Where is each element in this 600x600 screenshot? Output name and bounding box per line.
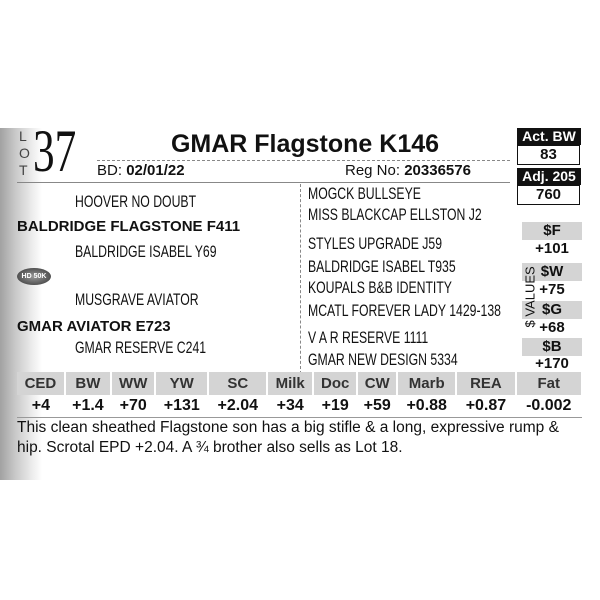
epd-value: +0.87 [456, 395, 516, 418]
bd-value: 02/01/22 [126, 162, 185, 179]
dollar-label: $W [522, 263, 582, 281]
divider [300, 184, 301, 374]
pedigree-ancestor: STYLES UPGRADE J59 [308, 234, 443, 253]
epd-header: CED [17, 372, 66, 395]
act-bw-value: 83 [517, 145, 580, 165]
divider [97, 160, 510, 161]
pedigree-ancestor: KOUPALS B&B IDENTITY [308, 278, 452, 297]
epd-header: BW [64, 372, 113, 395]
lot-letter: L [19, 128, 27, 144]
epd-value: +34 [267, 395, 313, 418]
epd-header: Milk [267, 372, 314, 395]
epd-value: +1.4 [64, 395, 112, 418]
dollar-value: +75 [539, 281, 565, 298]
adj205-value: 760 [517, 185, 580, 205]
lot-description: This clean sheathed Flagstone son has a … [17, 419, 559, 456]
epd-header: REA [456, 372, 517, 395]
epd-value: +59 [357, 395, 398, 418]
epd-value: +4 [17, 395, 65, 418]
epd-header: Fat [515, 372, 584, 395]
sire-dam: BALDRIDGE ISABEL Y69 [75, 242, 217, 261]
lot-letter: O [19, 145, 30, 161]
adj205-label: Adj. 205 [517, 168, 581, 185]
sire-sire: HOOVER NO DOUBT [75, 192, 197, 211]
lot-letter: T [19, 162, 28, 178]
epd-value: +19 [312, 395, 358, 418]
dollar-value: +101 [535, 240, 569, 257]
divider [17, 182, 510, 183]
epd-value-row: +4+1.4+70+131+2.04+34+19+59+0.88+0.87-0.… [17, 395, 582, 418]
act-bw-label: Act. BW [517, 128, 581, 145]
animal-name: GMAR Flagstone K146 [170, 130, 440, 158]
sire: BALDRIDGE FLAGSTONE F411 [17, 218, 241, 235]
epd-value: +70 [111, 395, 156, 418]
stone-texture-decoration [0, 128, 42, 480]
epd-value: +0.88 [397, 395, 457, 418]
epd-value: -0.002 [515, 395, 582, 418]
dam-dam: GMAR RESERVE C241 [75, 338, 207, 357]
reg-label: Reg No: [345, 162, 401, 179]
dollar-values-label: $ VALUES [522, 266, 538, 328]
dollar-label: $B [522, 338, 582, 356]
epd-header: SC [208, 372, 269, 395]
pedigree-ancestor: MOGCK BULLSEYE [308, 184, 421, 203]
birth-date: BD: 02/01/22 [97, 162, 185, 179]
epd-header: WW [111, 372, 157, 395]
dollar-label: $F [522, 222, 582, 240]
pedigree-ancestor: BALDRIDGE ISABEL T935 [308, 257, 456, 276]
hd50k-badge: HD 50K [17, 268, 51, 285]
dam-sire: MUSGRAVE AVIATOR [75, 290, 199, 309]
bd-label: BD: [97, 162, 123, 179]
pedigree-ancestor: GMAR NEW DESIGN 5334 [308, 350, 458, 369]
epd-value: +2.04 [208, 395, 268, 418]
epd-value: +131 [155, 395, 209, 418]
epd-header: CW [357, 372, 399, 395]
dam: GMAR AVIATOR E723 [17, 318, 171, 335]
epd-header: Marb [397, 372, 458, 395]
pedigree-ancestor: MISS BLACKCAP ELLSTON J2 [308, 205, 482, 224]
pedigree-ancestor: V A R RESERVE 1111 [308, 328, 429, 347]
reg-value: 20336576 [404, 162, 471, 179]
epd-header: YW [155, 372, 210, 395]
dollar-label: $G [522, 301, 582, 319]
lot-number: 37 [33, 118, 77, 184]
dollar-value: +68 [539, 319, 565, 336]
registration: Reg No: 20336576 [345, 162, 471, 179]
epd-header: Doc [312, 372, 359, 395]
dollar-value: +170 [535, 355, 569, 372]
pedigree-ancestor: MCATL FOREVER LADY 1429-138 [308, 301, 501, 320]
